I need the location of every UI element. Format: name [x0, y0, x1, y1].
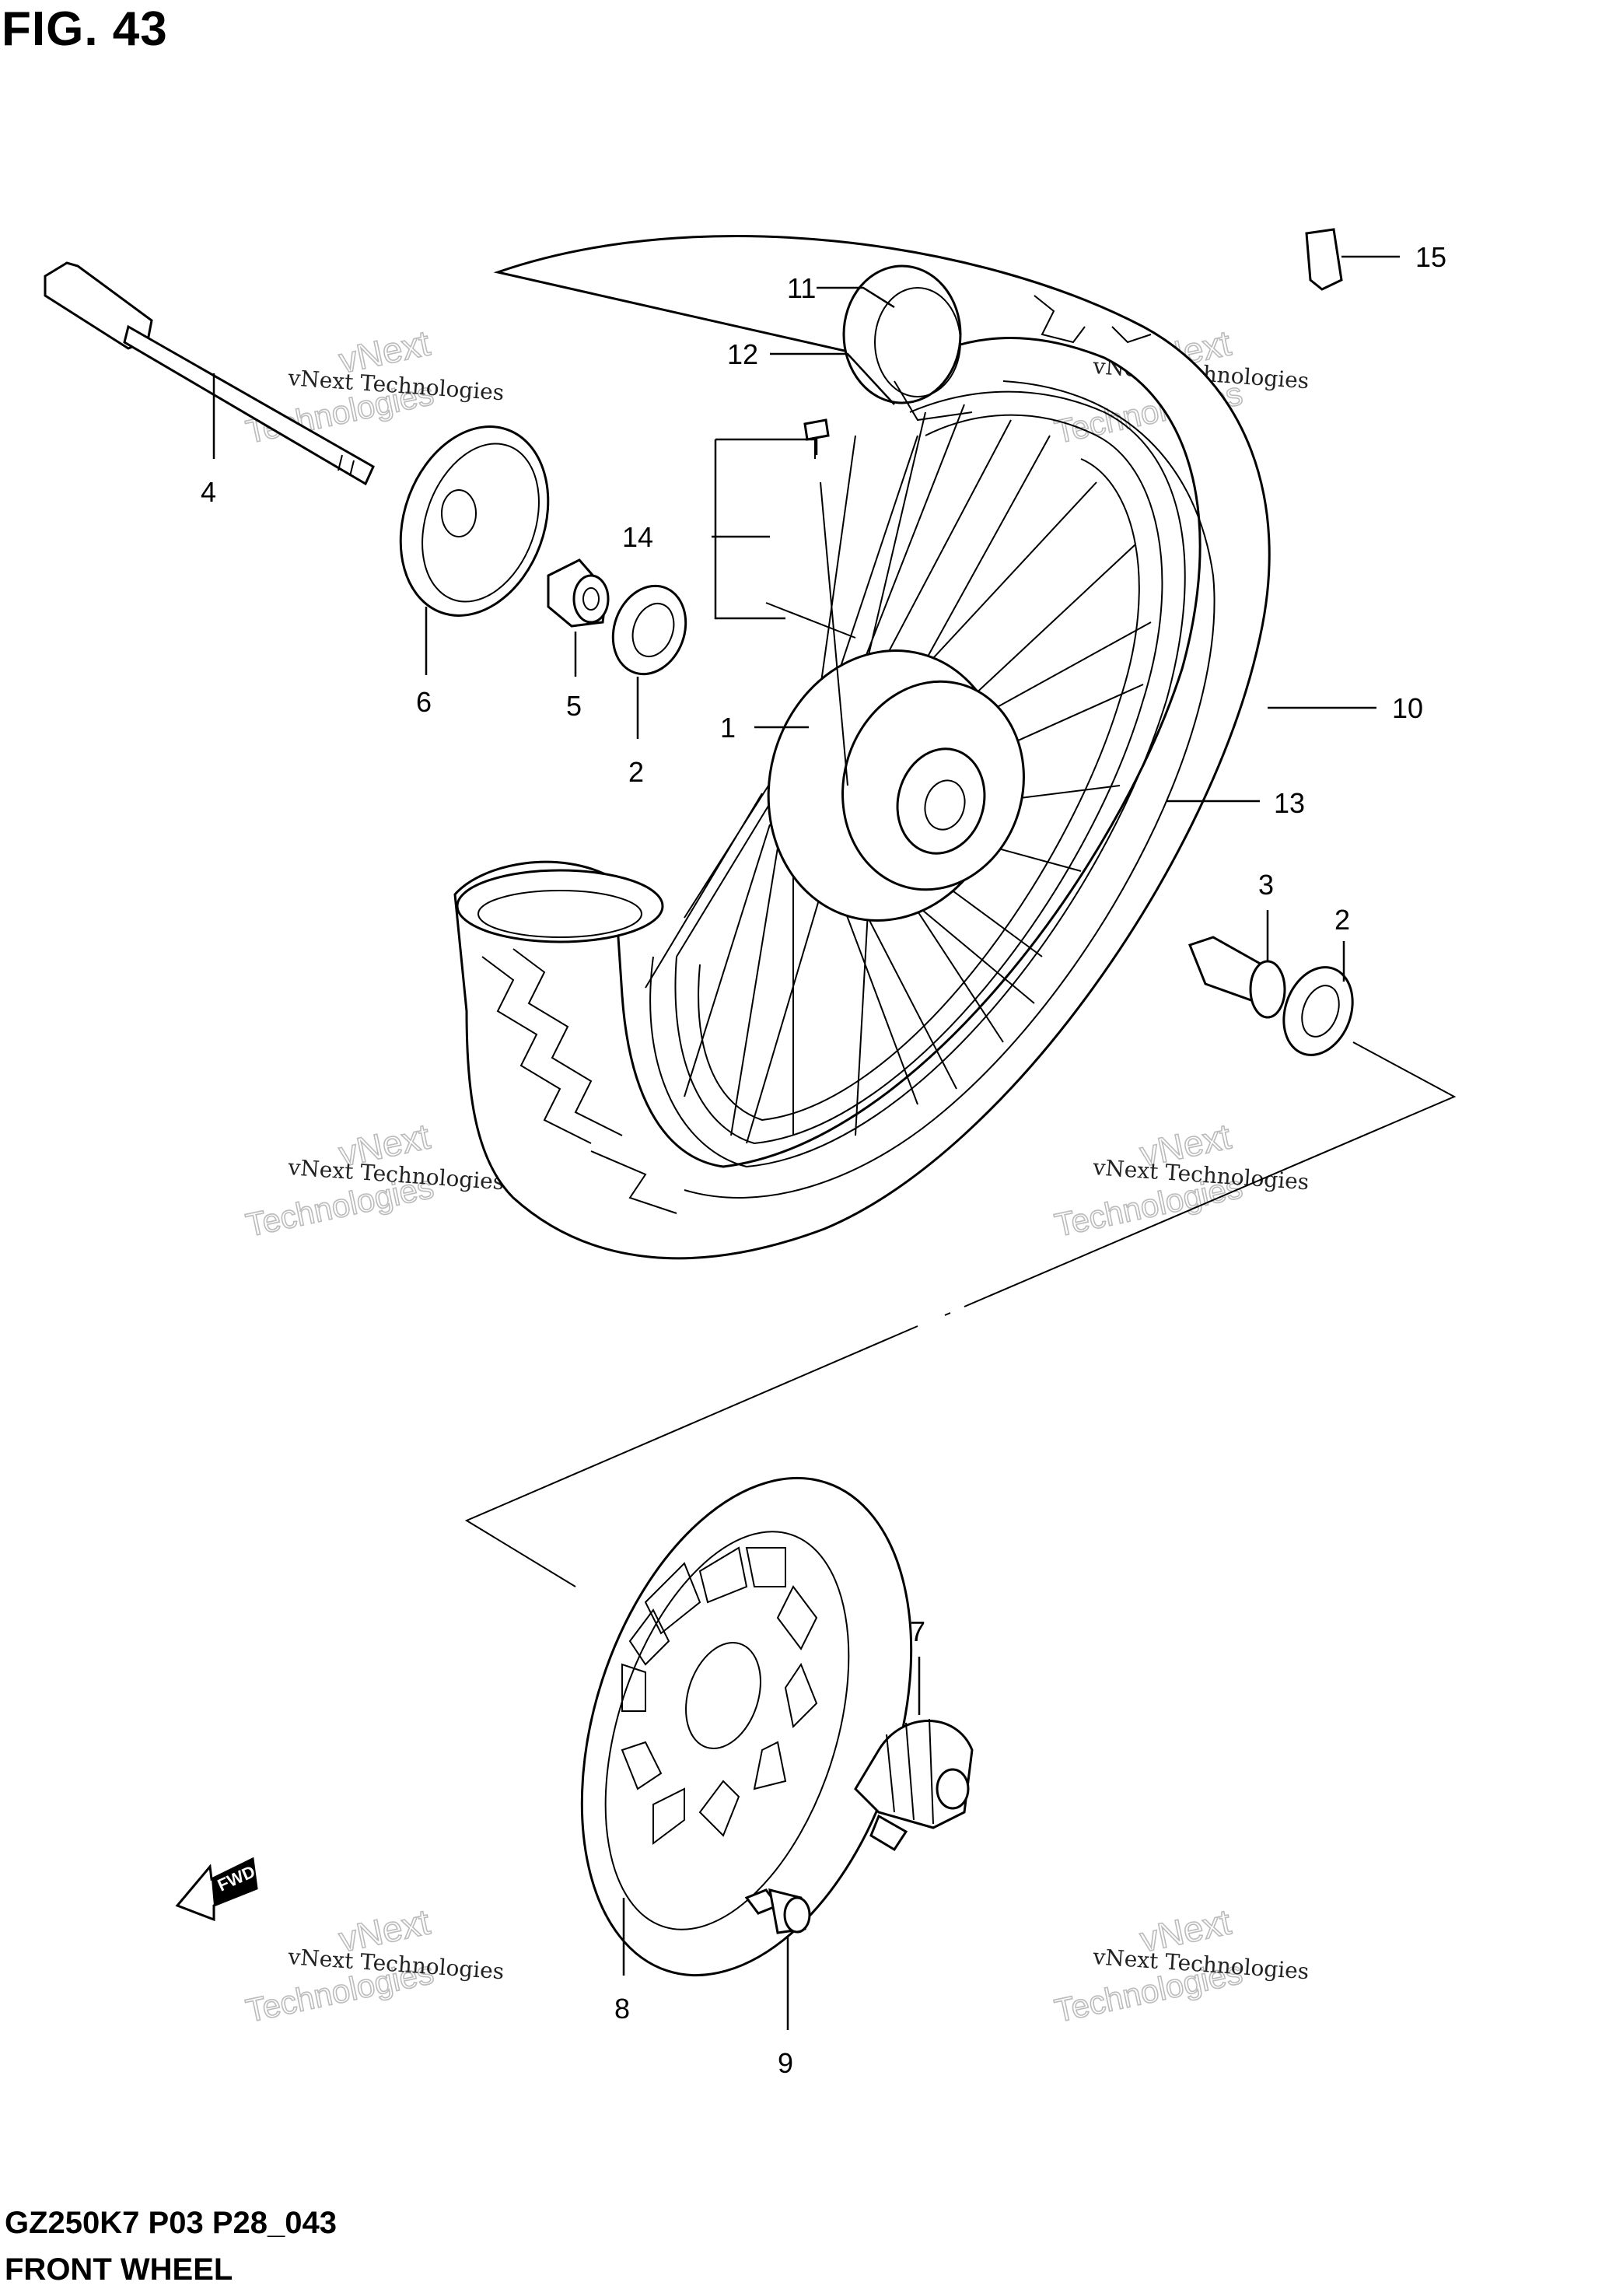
callout-6: 6 — [416, 686, 432, 718]
axle-part — [44, 261, 375, 486]
callout-15: 15 — [1415, 241, 1446, 273]
figure-code: GZ250K7 P03 P28_043 — [5, 2206, 337, 2240]
callout-9: 9 — [778, 2047, 793, 2079]
bolt-part — [744, 1888, 811, 1934]
callout-5: 5 — [566, 690, 582, 722]
callout-14: 14 — [622, 521, 653, 553]
fwd-arrow-icon: FWD — [175, 1857, 258, 1922]
watermark-mid-left: vNext Technologies vNext Technologies — [242, 1115, 505, 1244]
bearing-upper-part — [611, 584, 687, 676]
callout-7: 7 — [910, 1615, 925, 1647]
leader-lines — [212, 255, 1400, 2030]
callout-3: 3 — [1258, 869, 1274, 901]
bearing-right-part — [1282, 966, 1354, 1056]
figure-subtitle: FRONT WHEEL — [5, 2252, 233, 2287]
callout-12: 12 — [727, 338, 758, 370]
callout-8: 8 — [614, 1993, 630, 2025]
hub-part — [767, 649, 1025, 922]
tire-part — [453, 235, 1271, 1260]
valve-cap-part — [1305, 228, 1343, 291]
callout-labels: 4 6 5 2 1 11 12 14 10 13 3 2 15 7 8 9 — [201, 241, 1446, 2079]
callout-2-right: 2 — [1334, 904, 1350, 936]
watermark-bottom-right: vNext Technologies vNext Technologies — [1051, 1901, 1310, 2030]
figure-title: FIG. 43 — [2, 2, 168, 56]
watermark-bottom-left: vNext Technologies vNext Technologies — [242, 1901, 505, 2030]
watermark-mid-right: vNext Technologies vNext Technologies — [1051, 1115, 1310, 1244]
assembly-guide-lines — [464, 1041, 1457, 1587]
callout-13: 13 — [1274, 787, 1305, 819]
rim-part — [649, 390, 1186, 1168]
spacer-cover-part — [399, 425, 550, 617]
callout-11: 11 — [787, 272, 816, 304]
callout-4: 4 — [201, 476, 216, 508]
callout-1: 1 — [720, 712, 736, 744]
spacer-right-part — [1188, 936, 1286, 1019]
tube-band-part — [894, 380, 973, 422]
speedometer-gearbox-part — [854, 1718, 974, 1852]
spoke-set-part — [765, 418, 856, 786]
callout-2-upper: 2 — [628, 756, 644, 788]
spacer-part — [547, 558, 610, 628]
callout-10: 10 — [1392, 692, 1423, 724]
